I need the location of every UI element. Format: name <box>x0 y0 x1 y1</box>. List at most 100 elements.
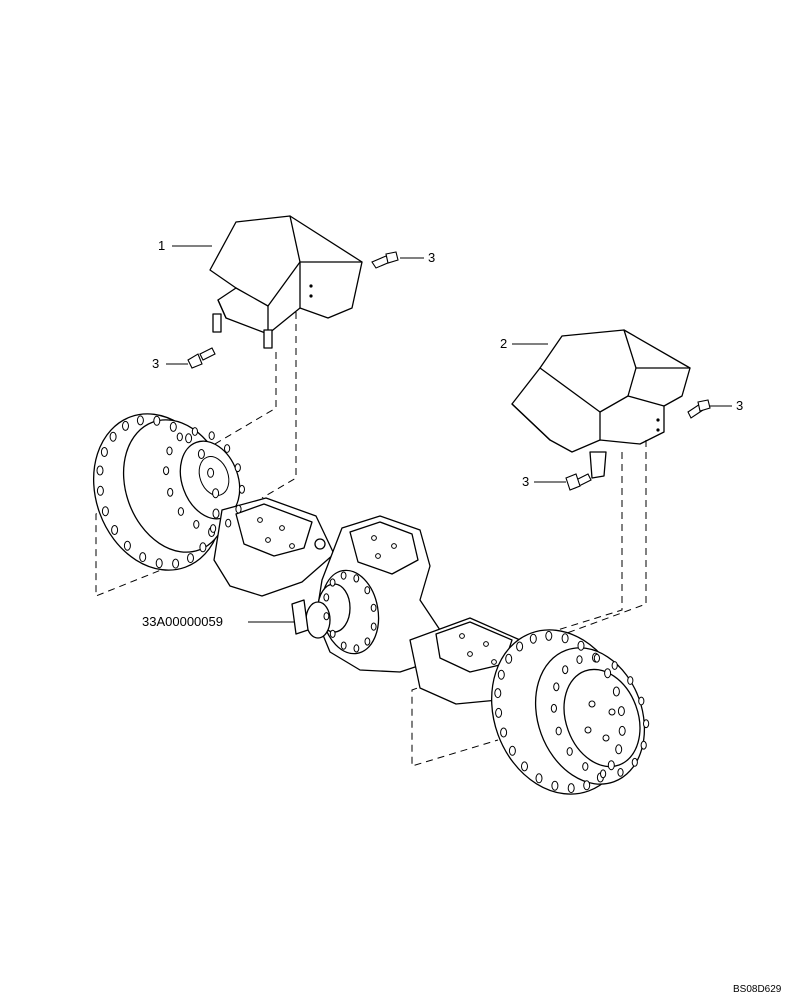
housing-stud <box>329 578 336 587</box>
hub-stud <box>224 444 231 453</box>
hub-stud <box>153 415 161 426</box>
hub-stud <box>101 506 109 517</box>
hub-stud <box>497 669 505 680</box>
hub-stud <box>611 661 618 670</box>
hub-stud <box>535 773 543 784</box>
hub-stud <box>122 420 129 431</box>
housing-stud <box>329 629 336 638</box>
hub-stud <box>567 783 575 794</box>
figure-reference-code: BS08D629 <box>733 984 782 995</box>
hub-stud <box>562 665 569 675</box>
hub-stud <box>600 769 607 779</box>
hub-stud <box>172 558 180 569</box>
hub-stud <box>96 465 104 476</box>
hub-stud <box>177 507 184 516</box>
hub-stud <box>604 668 612 679</box>
hub-stud <box>550 703 558 713</box>
left-hub-studs <box>96 415 245 569</box>
hub-stud <box>139 552 147 563</box>
callout-item-3-upper: 3 <box>428 250 436 265</box>
hub-stud <box>100 447 108 457</box>
hub-stud <box>516 641 524 652</box>
hub-stud <box>210 524 217 533</box>
hub-stud <box>593 653 601 663</box>
bolt-upper-right <box>371 251 399 269</box>
housing-stud <box>353 574 360 583</box>
bolt-left <box>187 347 216 369</box>
hub-stud <box>643 719 650 729</box>
hub-stud <box>109 431 117 442</box>
hub-stud <box>193 520 200 529</box>
axle-assembly <box>92 413 650 795</box>
hub-stud <box>617 706 625 717</box>
guard-2 <box>511 329 691 479</box>
hub-stud <box>167 487 174 497</box>
hub-stud <box>617 768 624 777</box>
bolt-lower <box>565 473 592 491</box>
housing-stud <box>323 612 330 621</box>
hub-stud <box>123 540 131 551</box>
hub-stud <box>111 525 119 535</box>
housing-stud <box>370 622 377 631</box>
bolt-right-guard <box>687 399 711 419</box>
hub-stud <box>505 653 513 664</box>
hub-stud <box>176 432 183 442</box>
hub-stud <box>166 446 173 456</box>
hub-stud <box>235 504 242 514</box>
callout-item-3-left: 3 <box>152 356 160 371</box>
housing-stud <box>323 593 330 602</box>
hub-stud <box>212 508 220 519</box>
hub-stud <box>191 427 198 436</box>
hub-stud <box>566 747 573 756</box>
hub-stud <box>163 466 170 476</box>
hub-stud <box>187 553 194 564</box>
hub-stud <box>207 467 215 478</box>
leader-lines <box>166 245 732 623</box>
hub-stud <box>212 488 220 499</box>
hub-stud <box>545 630 553 641</box>
hub-stud <box>618 725 626 736</box>
center-housing-studs <box>323 571 377 653</box>
hub-stud <box>576 655 583 664</box>
hub-stud <box>96 485 104 496</box>
right-wheel-hub <box>490 629 646 795</box>
hub-stud <box>234 463 241 473</box>
hub-stud <box>551 780 559 791</box>
right-hub-studs <box>494 630 650 794</box>
callout-item-3-right: 3 <box>736 398 744 413</box>
hub-stud <box>495 707 503 718</box>
hub-stud <box>561 633 569 644</box>
hub-stud <box>197 449 205 459</box>
hub-stud <box>640 740 647 750</box>
housing-stud <box>370 603 377 612</box>
hub-stud <box>494 688 502 699</box>
hub-stud <box>521 761 528 772</box>
left-wheel-hub <box>92 413 241 571</box>
hub-stud <box>582 762 589 771</box>
hub-stud <box>238 484 245 494</box>
hub-stud <box>607 760 615 771</box>
hub-stud <box>555 726 562 736</box>
callout-item-2: 2 <box>500 336 508 351</box>
housing-stud <box>340 571 347 580</box>
callout-item-1: 1 <box>158 238 166 253</box>
housing-stud <box>364 637 371 646</box>
hub-stud <box>199 542 207 553</box>
hub-stud <box>136 415 144 426</box>
hub-stud <box>185 433 193 444</box>
hub-stud <box>529 633 537 644</box>
callout-item-3-lower: 3 <box>522 474 530 489</box>
hub-stud <box>208 431 215 441</box>
hub-stud <box>612 686 620 697</box>
hub-stud <box>155 558 163 569</box>
hub-stud <box>225 518 232 528</box>
hub-stud <box>577 640 585 651</box>
callout-axle-part-number: 33A00000059 <box>142 614 223 629</box>
hub-stud <box>508 745 516 756</box>
hub-stud <box>631 757 638 767</box>
hub-stud <box>627 676 634 685</box>
housing-stud <box>364 586 371 595</box>
hub-stud <box>500 727 508 738</box>
